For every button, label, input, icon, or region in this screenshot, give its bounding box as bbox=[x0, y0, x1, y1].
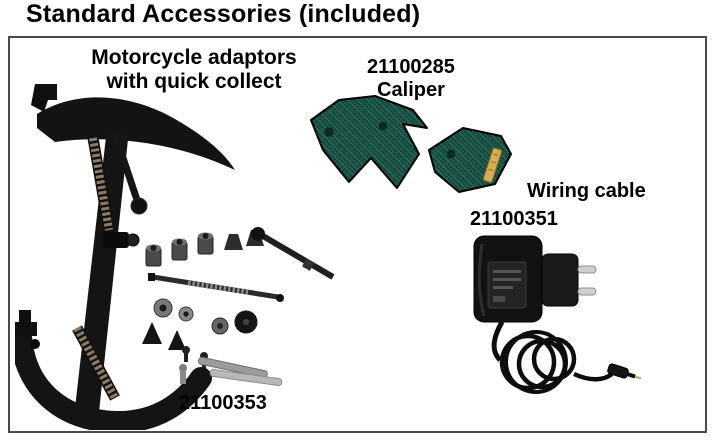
wiring-cable-part-number: 21100351 bbox=[470, 208, 558, 230]
gold-strip bbox=[482, 147, 502, 183]
power-adapter-illustration bbox=[473, 235, 642, 394]
adaptor-part-number: 21100353 bbox=[179, 392, 267, 414]
adaptor-label: Motorcycle adaptors with quick collect bbox=[58, 46, 330, 94]
caliper-name: Caliper bbox=[377, 79, 445, 101]
motorcycle-adaptor-illustration bbox=[15, 84, 235, 430]
adaptor-label-line2: with quick collect bbox=[106, 70, 282, 94]
page-title: Standard Accessories (included) bbox=[26, 0, 421, 28]
adaptor-label-line1: Motorcycle adaptors bbox=[91, 46, 297, 69]
caliper-label: 21100285 Caliper bbox=[336, 56, 486, 102]
caliper-part-number: 21100285 bbox=[367, 56, 455, 78]
caliper-illustration bbox=[310, 95, 512, 193]
wiring-cable-label: Wiring cable bbox=[527, 180, 646, 202]
small-parts-illustration bbox=[142, 227, 335, 387]
